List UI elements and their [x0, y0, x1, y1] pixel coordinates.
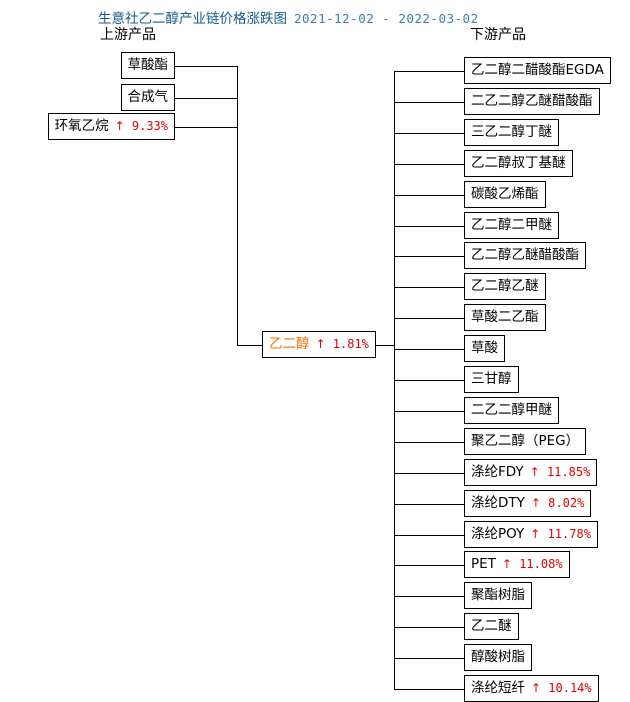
price-change-value: ↑ 8.02%	[530, 496, 585, 510]
downstream-node-3[interactable]: 三乙二醇丁醚	[464, 119, 559, 146]
product-name: 草酸	[471, 340, 498, 356]
product-name: 二乙二醇乙醚醋酸酯	[471, 93, 593, 109]
product-name: 聚酯树脂	[471, 587, 525, 603]
downstream-node-2[interactable]: 二乙二醇乙醚醋酸酯	[464, 88, 600, 115]
downstream-column-header: 下游产品	[470, 27, 526, 43]
arrow-up-icon: ↑	[530, 496, 541, 510]
connector-line	[175, 127, 237, 128]
upstream-column-header: 上游产品	[100, 27, 156, 43]
product-name: 乙二醇叔丁基醚	[471, 155, 566, 171]
downstream-node-21[interactable]: 涤纶短纤 ↑ 10.14%	[464, 675, 599, 702]
downstream-node-20[interactable]: 醇酸树脂	[464, 644, 532, 671]
connector-line	[175, 66, 237, 67]
downstream-node-7[interactable]: 乙二醇乙醚醋酸酯	[464, 242, 586, 269]
arrow-up-icon: ↑	[315, 337, 326, 351]
connector-line	[394, 70, 395, 689]
connector-line	[394, 102, 464, 103]
arrow-up-icon: ↑	[114, 119, 125, 133]
price-change-value: ↑ 11.08%	[501, 557, 563, 571]
connector-line	[394, 287, 464, 288]
downstream-node-15[interactable]: 涤纶DTY ↑ 8.02%	[464, 490, 592, 517]
center-node-ethylene-glycol[interactable]: 乙二醇 ↑ 1.81%	[262, 331, 376, 358]
downstream-node-14[interactable]: 涤纶FDY ↑ 11.85%	[464, 459, 598, 486]
downstream-node-12[interactable]: 二乙二醇甲醚	[464, 397, 559, 424]
upstream-node-2[interactable]: 合成气	[120, 84, 175, 111]
connector-line	[394, 411, 464, 412]
arrow-up-icon: ↑	[529, 465, 540, 479]
product-name: 乙二醇二醋酸酯EGDA	[471, 62, 604, 78]
product-name: 环氧乙烷	[54, 118, 109, 134]
connector-line	[394, 689, 464, 690]
product-name: 涤纶POY	[471, 526, 525, 542]
connector-line	[394, 596, 464, 597]
connector-line	[394, 473, 464, 474]
downstream-node-6[interactable]: 乙二醇二甲醚	[464, 212, 559, 239]
product-name: 乙二醇乙醚	[471, 278, 539, 294]
product-name: 乙二醚	[471, 618, 512, 634]
downstream-node-18[interactable]: 聚酯树脂	[464, 582, 532, 609]
connector-line	[394, 380, 464, 381]
product-name: 涤纶FDY	[471, 464, 524, 480]
product-name: 乙二醇乙醚醋酸酯	[471, 247, 579, 263]
upstream-node-1[interactable]: 草酸酯	[120, 52, 175, 79]
product-name: 草酸二乙酯	[471, 309, 539, 325]
connector-line	[394, 164, 464, 165]
connector-line	[394, 318, 464, 319]
product-name: 乙二醇	[269, 336, 310, 352]
product-name: 涤纶DTY	[471, 495, 525, 511]
connector-line	[394, 71, 464, 72]
connector-line	[237, 65, 238, 345]
connector-line	[394, 504, 464, 505]
product-name: 合成气	[127, 89, 169, 105]
connector-line	[394, 195, 464, 196]
downstream-node-1[interactable]: 乙二醇二醋酸酯EGDA	[464, 57, 611, 84]
connector-line	[394, 658, 464, 659]
price-change-value: ↑ 1.81%	[315, 337, 369, 351]
arrow-up-icon: ↑	[531, 681, 542, 695]
connector-line	[394, 133, 464, 134]
product-name: 醇酸树脂	[471, 649, 525, 665]
connector-line	[394, 535, 464, 536]
product-name: 三乙二醇丁醚	[471, 124, 552, 140]
product-name: 草酸酯	[127, 57, 169, 73]
chart-title: 生意社乙二醇产业链价格涨跌图 2021-12-02 - 2022-03-02	[98, 7, 479, 27]
price-change-value: ↑ 10.14%	[531, 681, 592, 695]
product-name: 碳酸乙烯酯	[471, 186, 539, 202]
connector-line	[372, 345, 394, 346]
price-change-value: ↑ 9.33%	[114, 119, 168, 133]
product-name: PET	[471, 556, 496, 572]
price-change-value: ↑ 11.78%	[530, 527, 591, 541]
price-chain-diagram: 生意社乙二醇产业链价格涨跌图 2021-12-02 - 2022-03-02 上游…	[47, 7, 611, 702]
downstream-node-17[interactable]: PET ↑ 11.08%	[464, 551, 570, 578]
downstream-node-8[interactable]: 乙二醇乙醚	[464, 273, 546, 300]
arrow-up-icon: ↑	[501, 557, 512, 571]
downstream-node-19[interactable]: 乙二醚	[464, 613, 519, 640]
product-name: 聚乙二醇（PEG）	[471, 433, 580, 449]
arrow-up-icon: ↑	[530, 527, 541, 541]
connector-line	[394, 349, 464, 350]
downstream-node-11[interactable]: 三甘醇	[464, 366, 519, 393]
downstream-node-13[interactable]: 聚乙二醇（PEG）	[464, 428, 587, 455]
downstream-node-16[interactable]: 涤纶POY ↑ 11.78%	[464, 521, 598, 548]
product-name: 乙二醇二甲醚	[471, 217, 552, 233]
product-name: 涤纶短纤	[471, 680, 525, 696]
connector-line	[237, 345, 262, 346]
connector-line	[394, 627, 464, 628]
downstream-node-10[interactable]: 草酸	[464, 335, 505, 362]
connector-line	[394, 442, 464, 443]
downstream-node-9[interactable]: 草酸二乙酯	[464, 304, 546, 331]
chart-title-text: 生意社乙二醇产业链价格涨跌图	[98, 11, 287, 27]
product-name: 二乙二醇甲醚	[471, 402, 552, 418]
connector-line	[394, 256, 464, 257]
price-change-value: ↑ 11.85%	[529, 465, 591, 479]
connector-line	[394, 565, 464, 566]
chart-date-range: 2021-12-02 - 2022-03-02	[294, 11, 479, 26]
downstream-node-4[interactable]: 乙二醇叔丁基醚	[464, 150, 573, 177]
upstream-node-3[interactable]: 环氧乙烷 ↑ 9.33%	[47, 113, 175, 140]
product-name: 三甘醇	[471, 371, 512, 387]
connector-line	[394, 226, 464, 227]
downstream-node-5[interactable]: 碳酸乙烯酯	[464, 181, 546, 208]
connector-line	[175, 98, 237, 99]
